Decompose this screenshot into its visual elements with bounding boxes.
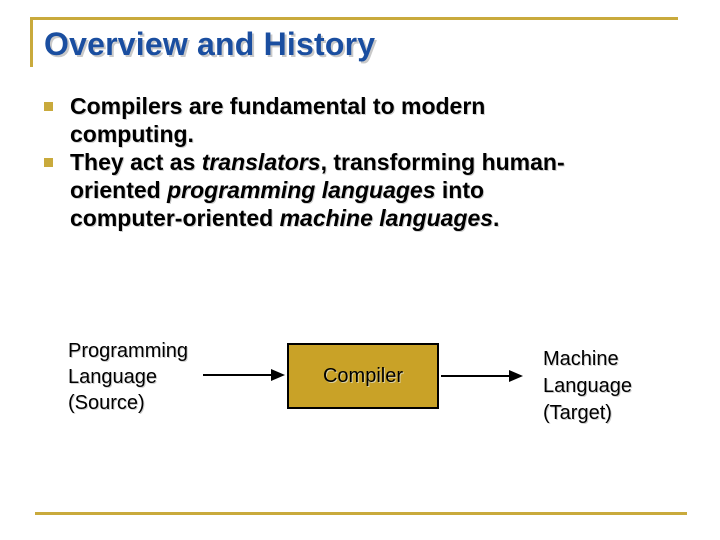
source-language-label: Programming Language (Source) [68, 338, 238, 416]
arrow-right-icon [441, 370, 523, 382]
target-line: (Target) [543, 402, 612, 424]
bullet-line: computer-oriented machine languages. [70, 204, 680, 232]
frame-left-rule [30, 17, 33, 67]
compiler-label: Compiler [322, 364, 404, 387]
italic-term: translators [201, 149, 321, 175]
text-run: Compilers are fundamental to modern [70, 93, 486, 119]
frame-top-rule [30, 17, 678, 20]
square-bullet-icon [44, 158, 53, 167]
text-run: They act as [70, 149, 202, 175]
source-line: (Source) [68, 392, 145, 414]
frame-bottom-rule [35, 512, 687, 515]
text-run: . [493, 205, 500, 231]
bullet-line: oriented programming languages into [70, 176, 680, 204]
italic-term: programming languages [167, 177, 436, 203]
text-run: computer-oriented [70, 205, 280, 231]
bullet-line: Compilers are fundamental to modern [70, 92, 680, 120]
bullet-item: They act as translators, transforming hu… [40, 148, 680, 232]
bullet-text: They act as translators, transforming hu… [70, 148, 680, 232]
bullet-list: Compilers are fundamental to modern comp… [40, 92, 680, 232]
target-language-label: Machine Language (Target) [543, 346, 693, 427]
compiler-box: Compiler [287, 343, 439, 409]
text-run: , transforming human- [320, 149, 565, 175]
text-run: computing. [70, 121, 194, 147]
target-line: Machine [543, 348, 619, 370]
bullet-item: Compilers are fundamental to modern comp… [40, 92, 680, 148]
source-line: Language [68, 366, 157, 388]
arrow-right-icon [203, 369, 285, 381]
bullet-line: computing. [70, 120, 680, 148]
text-run: oriented [70, 177, 168, 203]
source-line: Programming [68, 340, 189, 362]
bullet-line: They act as translators, transforming hu… [70, 148, 680, 176]
italic-term: machine languages [279, 205, 494, 231]
text-run: into [435, 177, 485, 203]
slide-title: Overview and History [44, 26, 376, 62]
bullet-text: Compilers are fundamental to modern comp… [70, 92, 680, 148]
square-bullet-icon [44, 102, 53, 111]
target-line: Language [543, 375, 632, 397]
